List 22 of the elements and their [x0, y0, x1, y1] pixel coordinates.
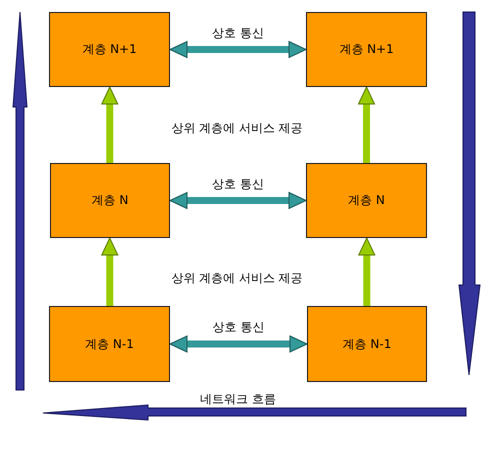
layer-box: [306, 12, 427, 87]
layer-label: 계층 N+1: [82, 42, 137, 57]
arrow: [101, 238, 118, 306]
layer-label: 계층 N+1: [339, 42, 394, 57]
flow-label: 네트워크 흐름: [200, 392, 276, 406]
double-arrow: [170, 41, 306, 58]
arrow: [358, 238, 376, 306]
layer-label: 계층 N: [92, 193, 128, 208]
arrow: [101, 86, 118, 163]
layer-box: [50, 163, 170, 238]
layer-box: [49, 306, 170, 382]
layer-label: 계층 N-1: [85, 336, 134, 352]
layer-box: [307, 306, 427, 382]
layer-box: [49, 12, 170, 87]
layer-label: 계층 N-1: [342, 336, 392, 352]
double-arrow: [170, 192, 306, 209]
double-arrow: [170, 336, 308, 352]
annotation-text: 상위 계층에 서비스 제공: [171, 120, 303, 136]
arrow: [358, 86, 375, 163]
layer-label: 계층 N: [348, 193, 385, 208]
layer-box: [306, 163, 427, 238]
annotation-text: 상위 계층에 서비스 제공: [171, 270, 303, 286]
